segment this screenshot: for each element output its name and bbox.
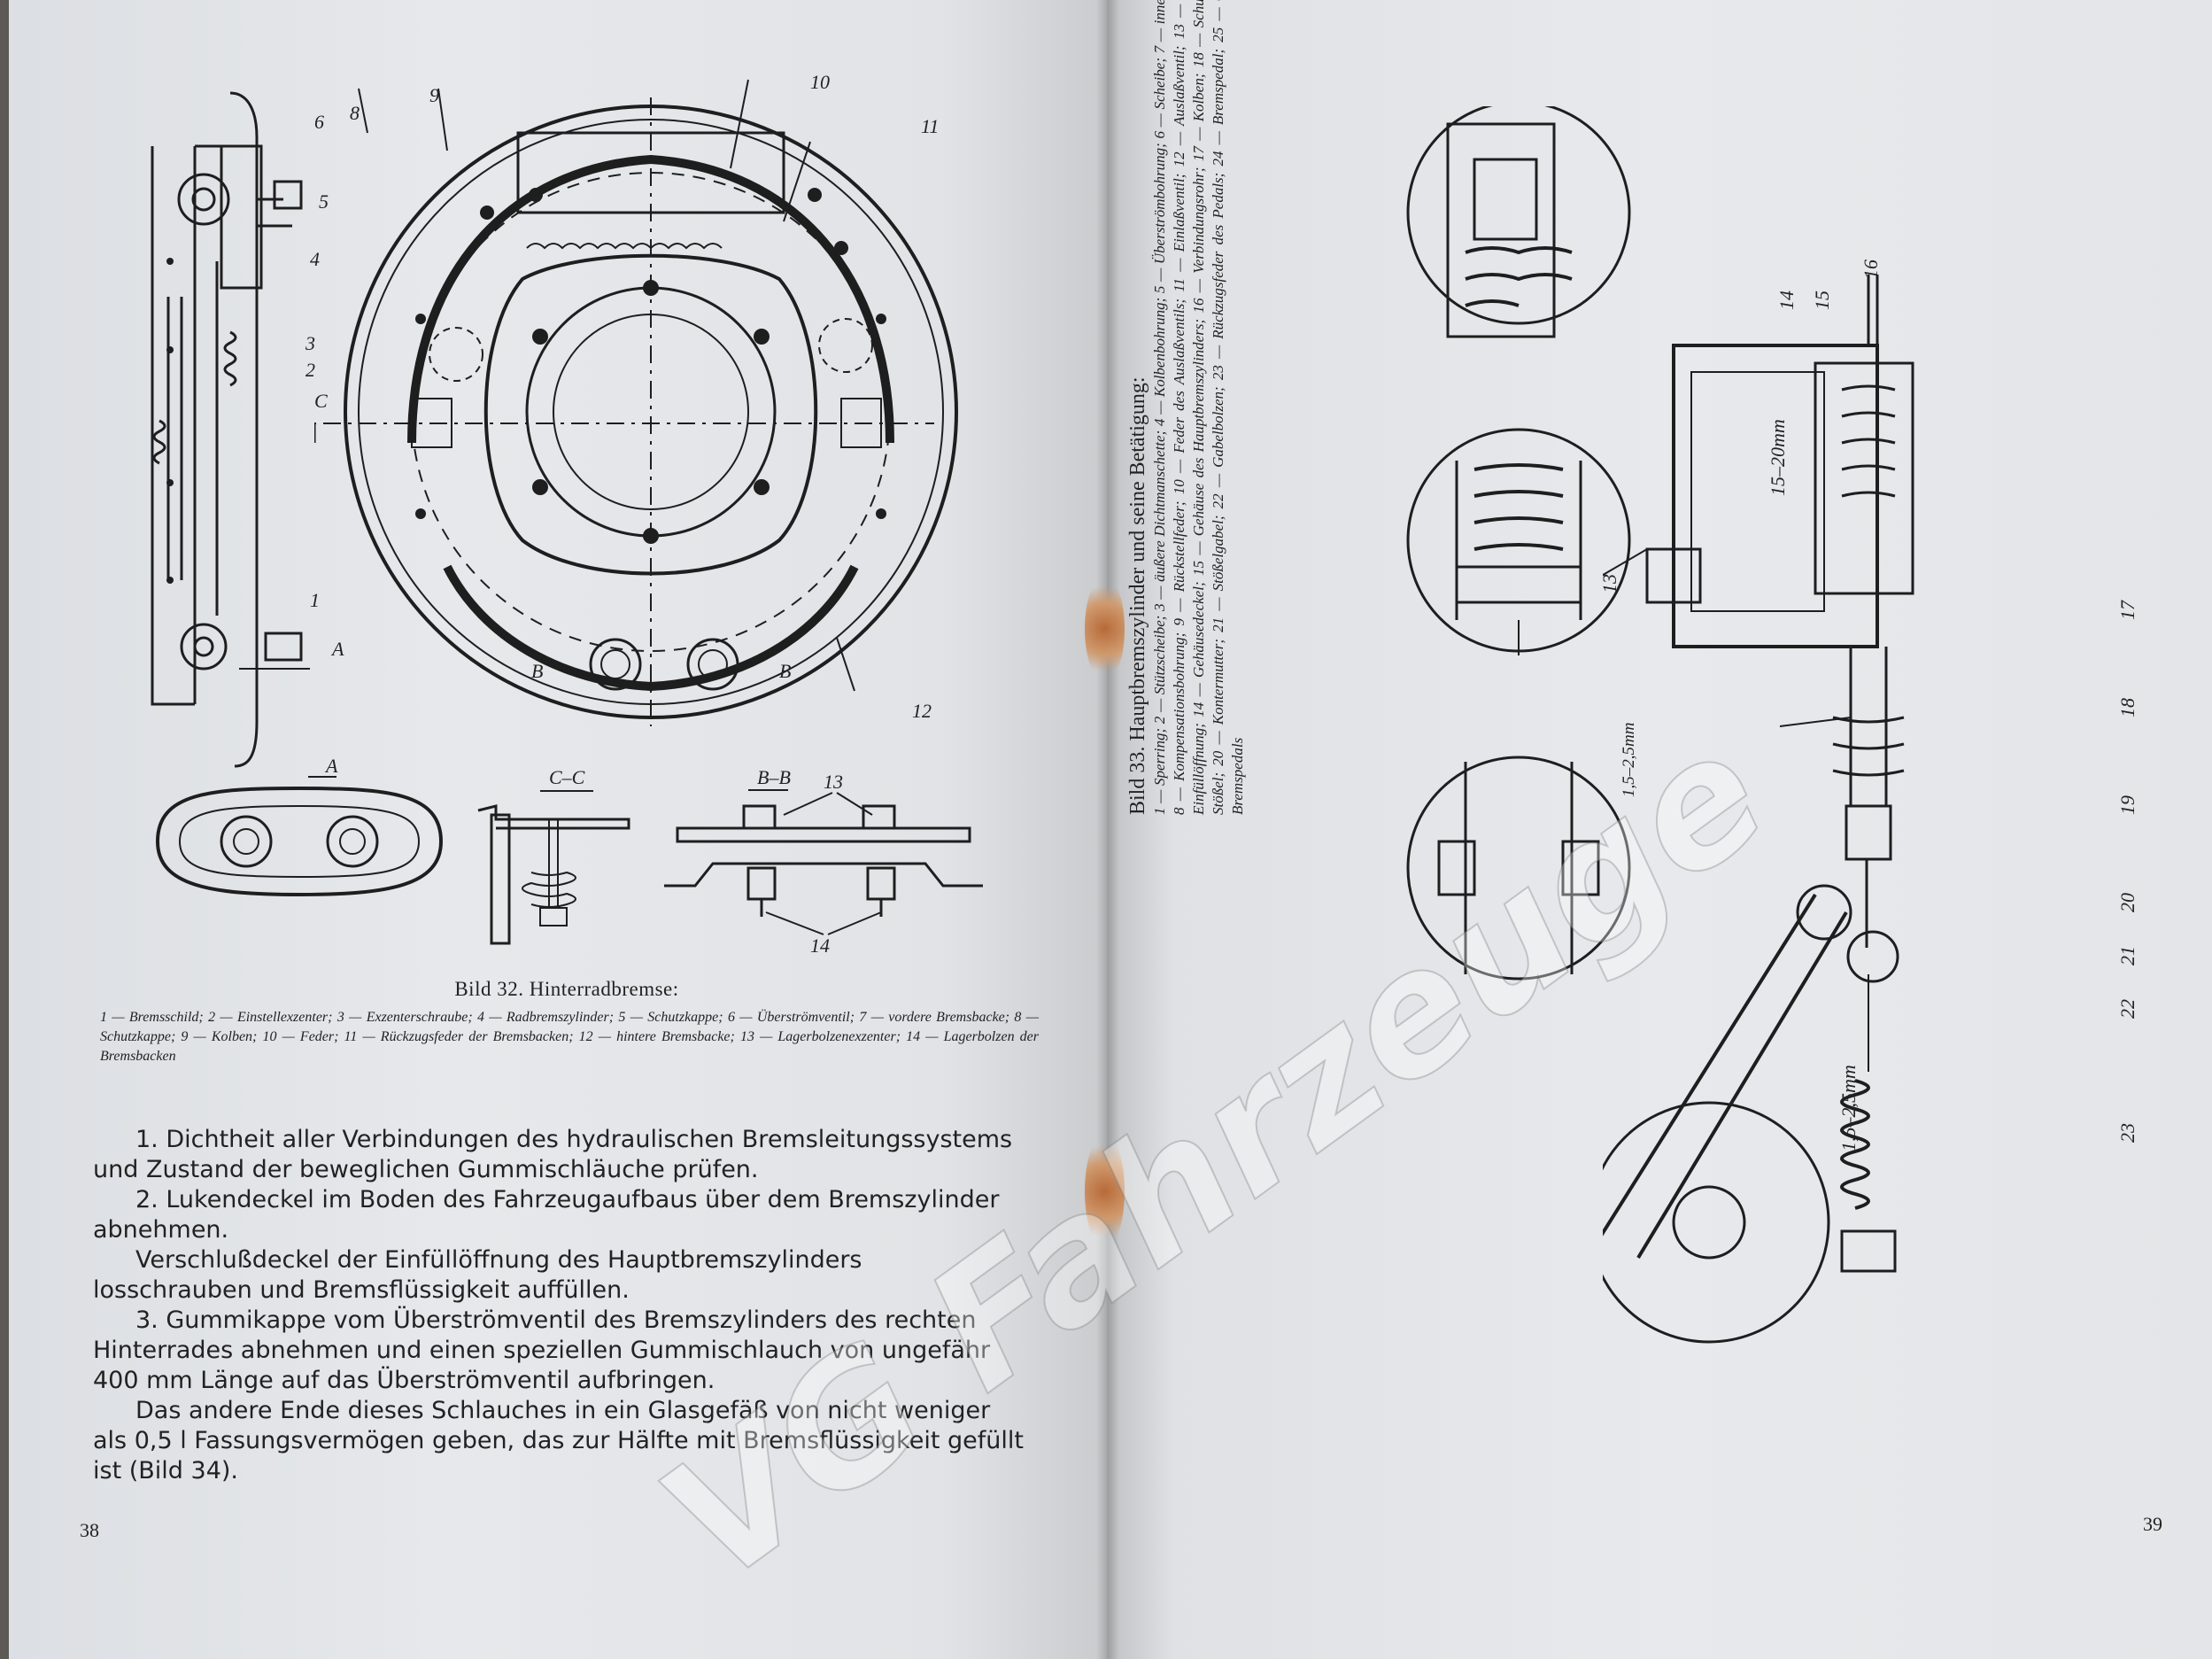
svg-text:15–20mm: 15–20mm — [1767, 419, 1789, 496]
svg-text:15: 15 — [1811, 291, 1833, 310]
right-page: Bild 33. Hauptbremszylinder und seine Be… — [1107, 0, 2212, 1659]
svg-text:5: 5 — [319, 190, 329, 213]
book-gutter — [1096, 0, 1119, 1659]
figure32-title: Bild 32. Hinterradbremse: — [454, 978, 679, 1000]
svg-text:1,5–2,5mm: 1,5–2,5mm — [1620, 723, 1638, 797]
section-cc-drawing: C–C — [469, 766, 646, 952]
svg-text:18: 18 — [2116, 698, 2139, 717]
instruction-text: 1. Dichtheit aller Verbindungen des hydr… — [93, 1125, 1027, 1486]
svg-text:4: 4 — [310, 248, 320, 270]
stain-lower — [1085, 1134, 1125, 1249]
paragraph-5: Das andere Ende dieses Schlauches in ein… — [93, 1397, 1024, 1485]
svg-text:1: 1 — [310, 589, 320, 611]
svg-text:1,5–2,5mm: 1,5–2,5mm — [1837, 1065, 1860, 1151]
figure33-legend: 1 — Sperring; 2 — Stützscheibe; 3 — äuße… — [1151, 0, 1246, 815]
svg-text:16: 16 — [1860, 260, 1882, 279]
svg-text:B: B — [779, 660, 791, 682]
svg-text:B: B — [531, 660, 543, 682]
svg-text:10: 10 — [810, 71, 830, 93]
svg-text:B–B: B–B — [757, 766, 791, 788]
master-cylinder-detail-drawing: 12 11 10 9 8 7 6 5 4 3 2 1 1,5–2,5mm — [1377, 106, 1660, 992]
book-spread: 6 5 4 3 2 1 A — [9, 0, 2212, 1659]
master-cylinder-pedal-drawing: 14 15 16 15–20mm 13 17 18 19 20 21 22 23… — [1603, 257, 2169, 1479]
brake-shield-side-view-drawing: 6 5 4 3 2 1 A — [142, 84, 372, 784]
paragraph-1: 1. Dichtheit aller Verbindungen des hydr… — [93, 1126, 1013, 1183]
section-a-drawing: A — [149, 753, 450, 912]
svg-text:3: 3 — [305, 332, 315, 354]
svg-text:11: 11 — [921, 115, 939, 137]
svg-text:9: 9 — [429, 84, 439, 106]
paragraph-2: 2. Lukendeckel im Boden des Fahrzeugaufb… — [93, 1186, 1000, 1244]
svg-text:C–C: C–C — [549, 766, 585, 788]
svg-text:6: 6 — [314, 111, 324, 133]
svg-text:C: C — [314, 390, 328, 412]
svg-text:20: 20 — [2116, 893, 2139, 912]
rear-brake-front-view-drawing: 2 C C 7 8 9 10 11 12 B B — [314, 71, 1005, 753]
page-number-left: 38 — [80, 1519, 99, 1541]
svg-text:A: A — [330, 638, 344, 660]
figure32-legend: 1 — Bremsschild; 2 — Einstellexzenter; 3… — [100, 1010, 1039, 1064]
svg-text:13: 13 — [1603, 574, 1620, 593]
svg-text:A: A — [324, 755, 338, 777]
stain-upper — [1085, 576, 1125, 682]
svg-text:2: 2 — [306, 359, 315, 381]
svg-text:23: 23 — [2116, 1123, 2139, 1143]
svg-text:21: 21 — [2116, 946, 2139, 965]
figure33-title: Bild 33. Hauptbremszylinder und seine Be… — [1126, 376, 1149, 815]
paragraph-3: Verschlußdeckel der Einfüllöffnung des H… — [93, 1246, 862, 1304]
svg-text:8: 8 — [350, 102, 360, 124]
figure33-caption: Bild 33. Hauptbremszylinder und seine Be… — [1126, 0, 1248, 815]
svg-text:13: 13 — [824, 771, 843, 793]
svg-text:17: 17 — [2116, 600, 2139, 620]
svg-text:12: 12 — [912, 700, 932, 722]
paragraph-4: 3. Gummikappe vom Überströmventil des Br… — [93, 1306, 991, 1394]
svg-text:22: 22 — [2116, 999, 2139, 1019]
section-bb-drawing: B–B 13 14 — [660, 762, 987, 961]
svg-text:19: 19 — [2116, 795, 2139, 815]
svg-text:14: 14 — [810, 934, 830, 957]
svg-text:14: 14 — [1775, 291, 1798, 310]
left-page: 6 5 4 3 2 1 A — [9, 0, 1107, 1659]
page-number-right: 39 — [2143, 1513, 2162, 1535]
